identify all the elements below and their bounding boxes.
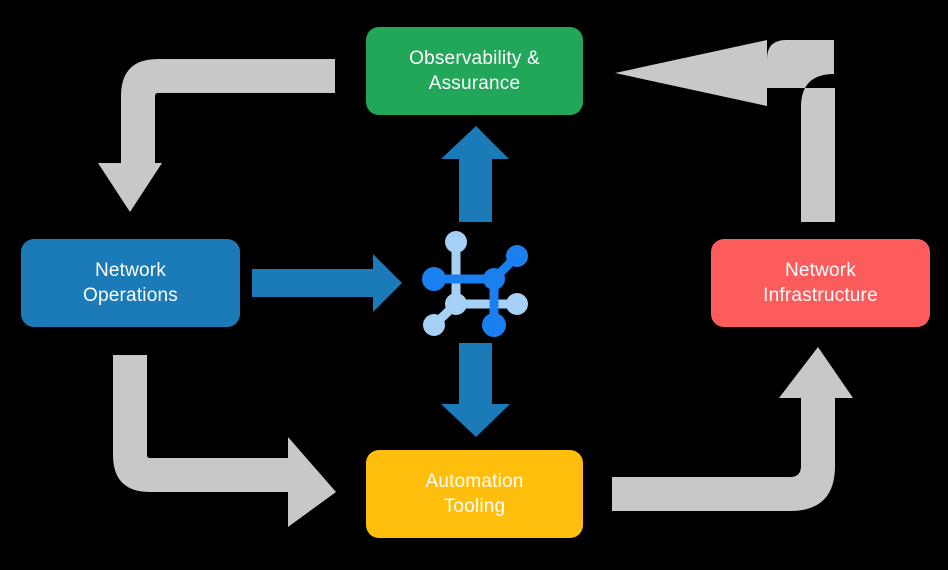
accent-arrow-center-to-automation xyxy=(441,343,510,437)
flow-arrow-netinfra-to-observability xyxy=(615,40,835,222)
label-line-2: Assurance xyxy=(428,73,521,94)
node-box-observability[interactable]: Observability & Assurance xyxy=(366,27,583,115)
label-line-2: Tooling xyxy=(443,496,506,517)
label-line-2: Infrastructure xyxy=(763,285,878,306)
label-line-1: Automation xyxy=(425,470,524,492)
flow-arrow-netops-to-automation xyxy=(113,355,336,527)
accent-arrow-netops-to-center xyxy=(252,254,402,312)
network-topology-icon xyxy=(422,231,528,337)
label-line-2: Operations xyxy=(83,285,178,306)
center-icon-container xyxy=(418,226,532,340)
flow-arrow-observability-to-netops xyxy=(98,59,335,212)
icon-nodes xyxy=(422,231,528,337)
label-line-1: Network xyxy=(94,259,167,281)
accent-arrow-center-to-observability xyxy=(441,126,509,222)
flow-arrow-automation-to-netinfra xyxy=(612,347,853,511)
node-box-observability-label: Observability & Assurance xyxy=(389,46,560,96)
label-line-1: Network xyxy=(784,259,857,281)
accent-arrows-layer xyxy=(252,126,510,437)
label-line-1: Observability & xyxy=(409,47,540,69)
